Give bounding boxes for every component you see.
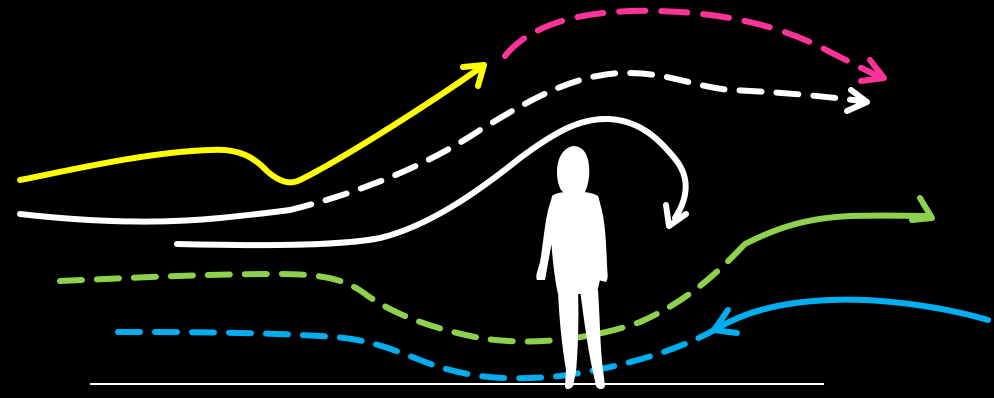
white-loop-line	[174, 115, 689, 249]
figure-left-arm	[536, 198, 556, 280]
blue-flow-dashed-line	[107, 325, 721, 382]
person-silhouette-icon	[536, 146, 608, 389]
figure-neck	[568, 186, 580, 194]
figure-left-leg	[558, 290, 579, 389]
green-flow-solid-line	[742, 212, 933, 247]
yellow-flow-line	[17, 65, 483, 186]
green-flow-dashed-line	[57, 241, 748, 345]
figure-torso	[550, 191, 604, 294]
figure-right-leg	[580, 290, 605, 389]
figure-right-arm	[594, 198, 608, 282]
white-flow-dashed-line	[287, 69, 865, 213]
blue-flow-solid-line	[715, 296, 991, 331]
pink-flow	[502, 7, 887, 84]
pink-arrowhead-icon	[858, 57, 887, 84]
blue-flow	[107, 296, 991, 382]
white-loop-flow	[174, 115, 689, 249]
white-arrowhead-icon	[844, 87, 870, 114]
yellow-flow	[17, 62, 487, 186]
green-flow	[57, 195, 935, 345]
green-arrowhead-icon	[909, 195, 935, 223]
pink-flow-line	[502, 7, 883, 80]
figure-head	[557, 146, 590, 192]
yellow-arrowhead-icon	[460, 62, 487, 89]
white-dashed-flow	[17, 69, 870, 225]
white-flow-solid-line	[17, 207, 293, 225]
blue-arrowhead-icon	[711, 307, 740, 336]
white-loop-arrowhead-icon	[663, 202, 689, 229]
